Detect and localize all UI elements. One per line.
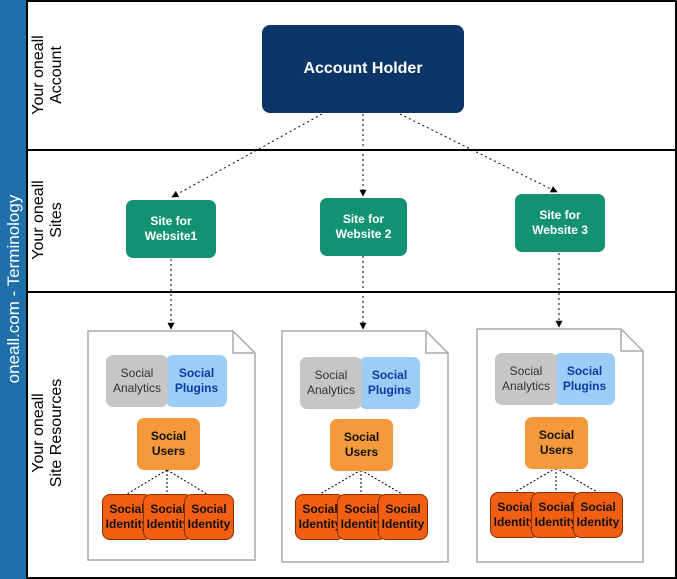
sidebar-label: oneall.com - Terminology (4, 194, 23, 384)
social-identity-line1: Social (385, 502, 421, 516)
social-identity-line1: Social (538, 500, 574, 514)
social-identity-line1: Social (497, 500, 533, 514)
social-analytics-line1: Social (314, 368, 348, 382)
row-label-account-line2: Account (48, 46, 65, 104)
social-analytics-line1: Social (509, 364, 543, 378)
social-analytics-box-2: Social Analytics (300, 357, 362, 409)
row-label-account-line1: Your oneall (30, 35, 47, 115)
social-analytics-line2: Analytics (501, 379, 551, 393)
social-users-line1: Social (343, 430, 380, 444)
social-users-line1: Social (538, 428, 575, 442)
row-divider-2 (28, 291, 677, 293)
social-identity-box-2c: Social Identity (378, 494, 428, 540)
social-identity-line1: Social (191, 502, 227, 516)
social-identity-line2: Identity (298, 517, 342, 531)
social-analytics-line2: Analytics (306, 383, 356, 397)
social-plugins-line2: Plugins (174, 381, 219, 395)
social-identity-line1: Social (150, 502, 186, 516)
social-users-line2: Users (344, 445, 379, 459)
social-plugins-line1: Social (371, 368, 408, 382)
social-plugins-box-3: Social Plugins (554, 353, 615, 405)
site-box-website2: Site for Website 2 (320, 198, 407, 256)
site-2-line1: Site for (342, 212, 385, 226)
row-label-sites-line1: Your oneall (30, 180, 47, 260)
social-plugins-box-1: Social Plugins (166, 355, 227, 407)
social-plugins-line2: Plugins (367, 383, 412, 397)
site-3-line1: Site for (539, 208, 581, 222)
social-identity-line1: Social (109, 502, 145, 516)
row-label-sites: Your oneall Sites (30, 180, 66, 259)
social-users-box-2: Social Users (330, 419, 393, 471)
social-identity-line2: Identity (187, 517, 231, 531)
social-plugins-line1: Social (178, 366, 215, 380)
social-analytics-line1: Social (120, 366, 154, 380)
social-users-box-3: Social Users (525, 417, 588, 469)
social-identity-line2: Identity (381, 517, 425, 531)
social-plugins-line1: Social (566, 364, 603, 378)
social-identity-line2: Identity (146, 517, 190, 531)
row-label-resources: Your oneall Site Resources (30, 379, 66, 488)
row-label-resources-line1: Your oneall (30, 393, 47, 473)
social-users-box-1: Social Users (137, 418, 200, 470)
social-analytics-line2: Analytics (112, 381, 162, 395)
social-identity-box-3c: Social Identity (573, 492, 623, 538)
social-identity-line2: Identity (576, 515, 620, 529)
social-users-line2: Users (539, 443, 574, 457)
social-identity-line2: Identity (105, 517, 149, 531)
site-box-website3: Site for Website 3 (515, 194, 605, 252)
social-plugins-box-2: Social Plugins (359, 357, 420, 409)
social-identity-box-1c: Social Identity (184, 494, 234, 540)
row-divider-1 (28, 149, 677, 151)
social-identity-line1: Social (580, 500, 616, 514)
row-label-resources-line2: Site Resources (48, 378, 65, 488)
site-box-website1: Site for Website1 (126, 200, 216, 258)
row-label-sites-line2: Sites (48, 202, 65, 238)
social-users-line1: Social (150, 429, 187, 443)
social-identity-box-2a: Social Identity (295, 494, 345, 540)
terminology-sidebar: oneall.com - Terminology (0, 0, 28, 579)
social-identity-line2: Identity (534, 515, 578, 529)
site-2-line2: Website 2 (335, 227, 392, 241)
social-identity-line1: Social (302, 502, 338, 516)
site-1-line2: Website1 (144, 229, 198, 243)
social-identity-line2: Identity (340, 517, 384, 531)
social-analytics-box-1: Social Analytics (106, 355, 168, 407)
account-holder-box: Account Holder (262, 25, 464, 113)
account-holder-label: Account Holder (303, 60, 423, 77)
social-identity-line2: Identity (493, 515, 537, 529)
site-3-line2: Website 3 (532, 223, 588, 237)
row-label-account: Your oneall Account (30, 35, 66, 114)
site-1-line1: Site for (150, 214, 192, 228)
social-identity-line1: Social (344, 502, 380, 516)
social-users-line2: Users (151, 444, 186, 458)
social-plugins-line2: Plugins (562, 379, 607, 393)
social-analytics-box-3: Social Analytics (495, 353, 557, 405)
